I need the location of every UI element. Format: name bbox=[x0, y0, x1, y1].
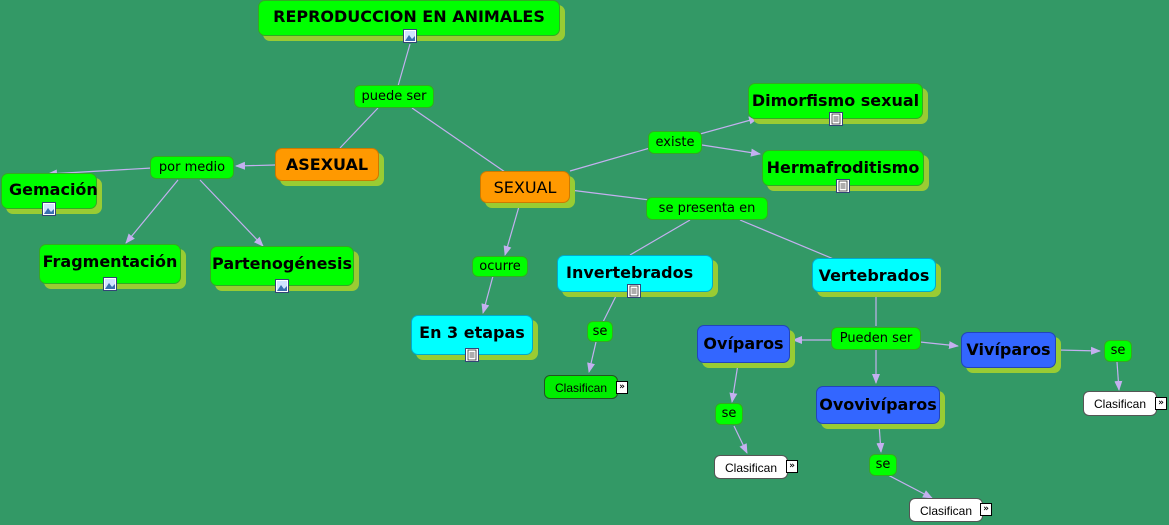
link-puede-ser-label: puede ser bbox=[361, 89, 427, 104]
fragmentacion-label: Fragmentación bbox=[42, 252, 178, 271]
expand-chevron-icon[interactable]: » bbox=[786, 460, 798, 473]
dimorfismo-label: Dimorfismo sexual bbox=[751, 91, 920, 110]
document-resource-icon[interactable] bbox=[829, 112, 843, 126]
document-resource-icon[interactable] bbox=[836, 179, 850, 193]
clasifican-node-ovoviviparos[interactable]: Clasifican bbox=[909, 498, 983, 522]
asexual-label: ASEXUAL bbox=[285, 155, 369, 174]
sexual-concept[interactable]: SEXUAL bbox=[480, 171, 570, 203]
invertebrados-label: Invertebrados bbox=[566, 263, 694, 282]
link-se-label: se bbox=[875, 457, 891, 472]
clasifican-label: Clasifican bbox=[724, 461, 778, 475]
fragmentacion-concept[interactable]: Fragmentación bbox=[39, 244, 181, 284]
partenogenesis-label: Partenogénesis bbox=[212, 254, 352, 273]
expand-chevron-icon[interactable]: » bbox=[1155, 397, 1167, 410]
document-resource-icon[interactable] bbox=[627, 284, 641, 298]
link-pueden-ser-label: Pueden ser bbox=[839, 331, 913, 346]
link-se-label: se bbox=[592, 324, 608, 339]
link-se-label: se bbox=[721, 406, 737, 421]
expand-chevron-icon[interactable]: » bbox=[980, 503, 992, 516]
gemacion-concept[interactable]: Gemación bbox=[1, 173, 98, 209]
oviparos-concept[interactable]: Ovíparos bbox=[697, 325, 790, 363]
link-pueden-ser[interactable]: Pueden ser bbox=[831, 327, 921, 350]
gemacion-label: Gemación bbox=[9, 180, 98, 199]
viviparos-concept[interactable]: Vivíparos bbox=[961, 332, 1056, 368]
title-label: REPRODUCCION EN ANIMALES bbox=[273, 7, 545, 26]
image-resource-icon[interactable] bbox=[275, 279, 289, 293]
image-resource-icon[interactable] bbox=[103, 277, 117, 291]
link-existe[interactable]: existe bbox=[648, 131, 702, 154]
link-ocurre-label: ocurre bbox=[479, 259, 521, 274]
clasifican-label: Clasifican bbox=[1093, 397, 1147, 411]
ovoviviparos-concept[interactable]: Ovovivíparos bbox=[816, 386, 940, 424]
image-resource-icon[interactable] bbox=[42, 202, 56, 216]
asexual-concept[interactable]: ASEXUAL bbox=[275, 148, 379, 181]
hermafroditismo-label: Hermafroditismo bbox=[766, 158, 920, 177]
viviparos-label: Vivíparos bbox=[966, 340, 1051, 359]
link-se-oviparos[interactable]: se bbox=[715, 403, 743, 425]
link-se-ovoviviparos[interactable]: se bbox=[869, 454, 897, 476]
oviparos-label: Ovíparos bbox=[703, 334, 784, 353]
clasifican-node-invertebrados[interactable]: Clasifican bbox=[544, 375, 618, 399]
clasifican-node-viviparos[interactable]: Clasifican bbox=[1083, 391, 1157, 416]
link-por-medio-label: por medio bbox=[158, 160, 226, 175]
en-3-etapas-label: En 3 etapas bbox=[419, 323, 525, 342]
link-puede-ser[interactable]: puede ser bbox=[354, 85, 434, 108]
ovoviviparos-label: Ovovivíparos bbox=[819, 395, 937, 414]
document-resource-icon[interactable] bbox=[465, 348, 479, 362]
clasifican-node-oviparos[interactable]: Clasifican bbox=[714, 455, 788, 479]
link-existe-label: existe bbox=[655, 135, 695, 150]
link-se-invertebrados[interactable]: se bbox=[587, 321, 613, 342]
link-se-label: se bbox=[1110, 343, 1126, 358]
link-ocurre[interactable]: ocurre bbox=[472, 256, 528, 277]
vertebrados-label: Vertebrados bbox=[818, 266, 930, 285]
image-resource-icon[interactable] bbox=[403, 29, 417, 43]
en-3-etapas-concept[interactable]: En 3 etapas bbox=[411, 315, 533, 355]
sexual-label: SEXUAL bbox=[493, 178, 557, 197]
vertebrados-concept[interactable]: Vertebrados bbox=[812, 258, 936, 292]
clasifican-label: Clasifican bbox=[919, 504, 973, 518]
link-se-presenta-en-label: se presenta en bbox=[658, 201, 756, 216]
link-se-presenta-en[interactable]: se presenta en bbox=[646, 197, 768, 220]
expand-chevron-icon[interactable]: » bbox=[616, 381, 628, 394]
link-por-medio[interactable]: por medio bbox=[150, 156, 234, 179]
link-se-viviparos[interactable]: se bbox=[1104, 340, 1132, 362]
clasifican-label: Clasifican bbox=[554, 381, 608, 395]
